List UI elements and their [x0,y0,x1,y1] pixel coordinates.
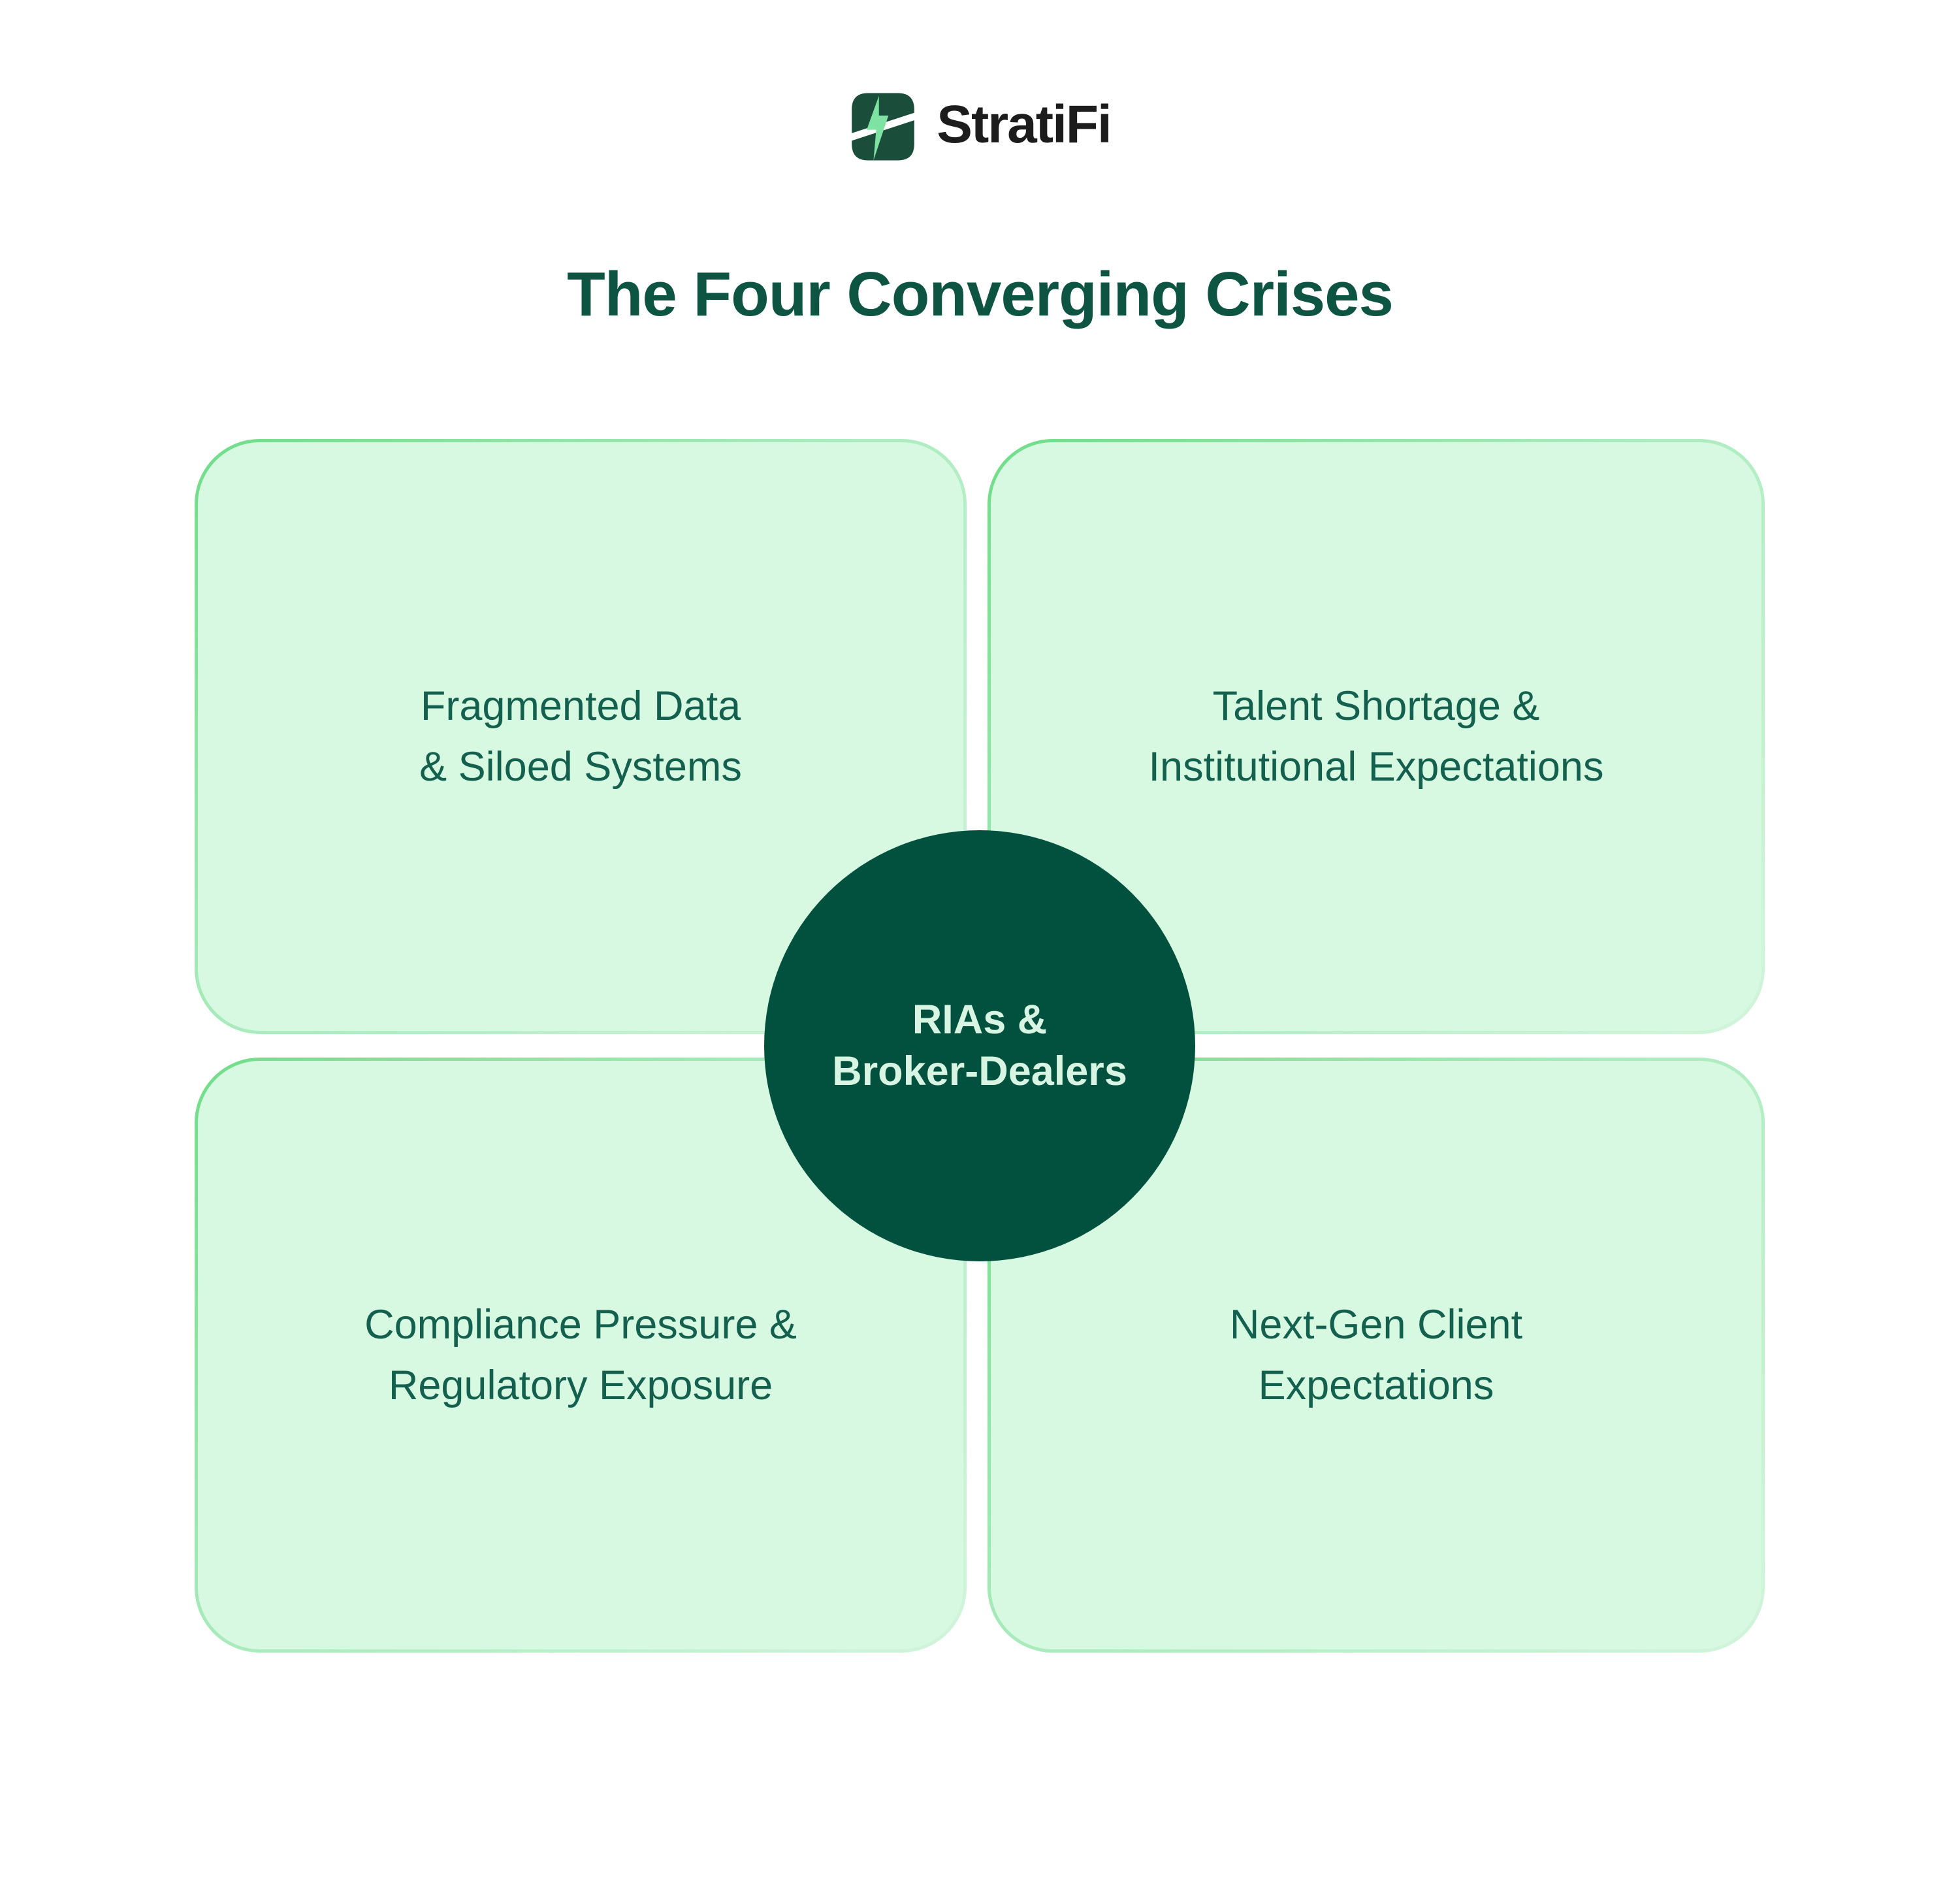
card-label: Next-Gen Client Expectations [1230,1295,1522,1416]
center-line-1: RIAs & [912,997,1048,1043]
card-label: Talent Shortage & Institutional Expectat… [1149,676,1604,797]
center-label: RIAs & Broker-Dealers [832,994,1127,1097]
center-line-2: Broker-Dealers [832,1048,1127,1094]
logo: StratiFi [0,90,1960,163]
page-title: The Four Converging Crises [567,259,1394,329]
stratifi-bolt-icon [852,93,915,161]
card-line-1: Next-Gen Client [1229,1301,1523,1348]
card-line-2: Institutional Expectations [1148,743,1604,790]
card-label: Fragmented Data & Siloed Systems [419,676,742,797]
card-line-2: Regulatory Exposure [388,1362,773,1408]
card-label: Compliance Pressure & Regulatory Exposur… [364,1295,797,1416]
card-line-1: Compliance Pressure & [364,1301,797,1348]
card-line-1: Fragmented Data [420,683,741,729]
brand-name: StratiFi [937,95,1112,154]
card-line-2: Expectations [1258,1362,1494,1408]
card-line-1: Talent Shortage & [1212,683,1540,729]
card-line-2: & Siloed Systems [419,743,742,790]
center-circle: RIAs & Broker-Dealers [764,830,1195,1261]
